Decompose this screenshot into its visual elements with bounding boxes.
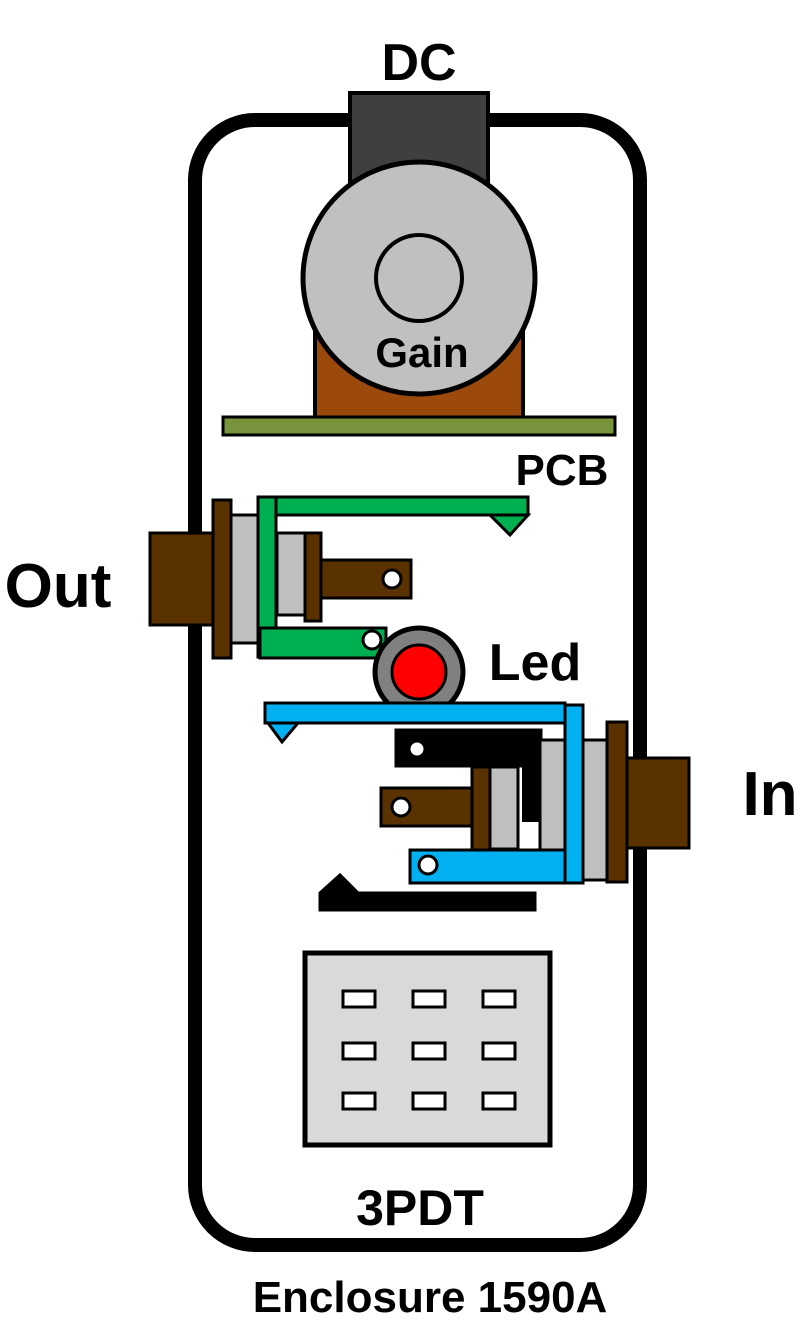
gain-label: Gain [375,329,468,376]
switch-label: 3PDT [356,1180,484,1236]
enclosure-caption: Enclosure 1590A [253,1273,608,1322]
dc-label: DC [381,34,456,92]
pcb-board [221,415,617,437]
out-label: Out [5,552,112,621]
footswitch-icon [302,950,553,1148]
audio-jack-icon [263,701,691,912]
potentiometer-icon [300,159,538,420]
pcb-label: PCB [516,446,609,495]
in-label: In [742,760,797,829]
led-label: Led [489,634,581,692]
audio-jack-icon [148,495,532,660]
